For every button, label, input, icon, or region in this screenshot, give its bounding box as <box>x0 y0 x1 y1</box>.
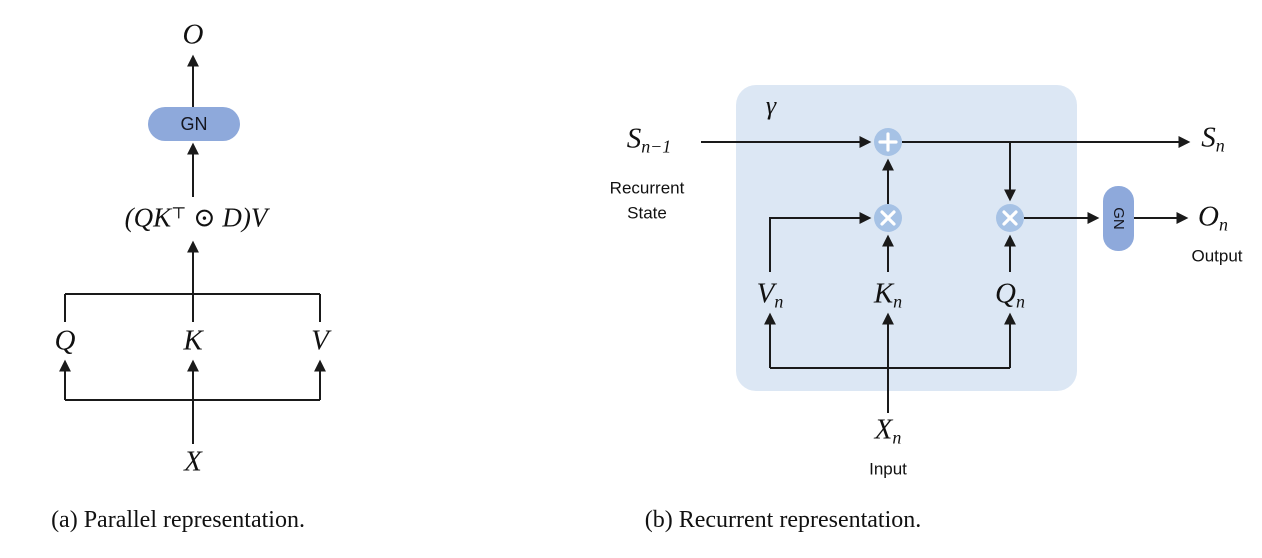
recurrent-panel <box>736 85 1077 391</box>
multiply-node-diag2 <box>1002 210 1018 226</box>
recurrent-groupnorm-label: GN <box>1110 207 1127 230</box>
parallel-k-label: K <box>183 324 203 357</box>
recurrent-groupnorm-box: GN <box>1103 186 1134 251</box>
state-in-sub: n−1 <box>641 136 672 157</box>
state-out-base: S <box>1201 121 1216 154</box>
state-out-sub: n <box>1215 135 1225 156</box>
on-base: O <box>1198 200 1219 233</box>
recurrent-state-out-label: Sn <box>1201 121 1225 156</box>
multiply-node-icon <box>874 204 902 232</box>
parallel-input-label: X <box>184 445 202 478</box>
state-in-base: S <box>626 122 642 155</box>
caption-recurrent: (b) Recurrent representation. <box>644 507 922 533</box>
xn-sub: n <box>892 427 902 448</box>
parallel-groupnorm-box: GN <box>148 107 240 141</box>
parallel-q-label: Q <box>54 324 76 357</box>
kn-base: K <box>873 277 894 310</box>
qn-base: Q <box>995 277 1016 310</box>
decay-gamma-label: γ <box>765 91 777 120</box>
recurrent-state-desc-line1: Recurrent <box>609 178 685 198</box>
recurrent-output-label: On <box>1198 200 1228 235</box>
parallel-formula: (QK⊤ ⊙ D)V <box>124 202 268 233</box>
on-sub: n <box>1218 214 1228 235</box>
arrow-vn-to-mult1 <box>769 212 872 272</box>
parallel-v-label: V <box>311 324 329 357</box>
vn-sub: n <box>774 291 784 312</box>
recurrent-state-desc-line2: State <box>627 203 667 223</box>
recurrent-k-label: Kn <box>873 277 903 312</box>
multiply-node-icon <box>996 204 1024 232</box>
formula-part1: (QK <box>124 202 172 233</box>
plus-node-icon <box>874 128 902 156</box>
multiply-node-diag2 <box>880 210 896 226</box>
kn-sub: n <box>893 291 903 312</box>
qn-sub: n <box>1015 291 1025 312</box>
recurrent-v-label: Vn <box>756 277 784 312</box>
formula-part2: ⊙ D)V <box>186 202 268 233</box>
parallel-groupnorm-label: GN <box>180 113 208 134</box>
caption-parallel: (a) Parallel representation. <box>51 507 305 533</box>
parallel-output-label: O <box>182 18 204 51</box>
formula-transpose-sup: ⊤ <box>171 204 187 223</box>
recurrent-input-desc: Input <box>869 459 907 479</box>
recurrent-output-desc: Output <box>1191 246 1243 266</box>
recurrent-input-label: Xn <box>874 413 902 448</box>
recurrent-q-label: Qn <box>995 277 1025 312</box>
xn-base: X <box>874 413 893 446</box>
recurrent-state-in-label: Sn−1 <box>626 122 672 157</box>
vn-base: V <box>756 277 775 310</box>
